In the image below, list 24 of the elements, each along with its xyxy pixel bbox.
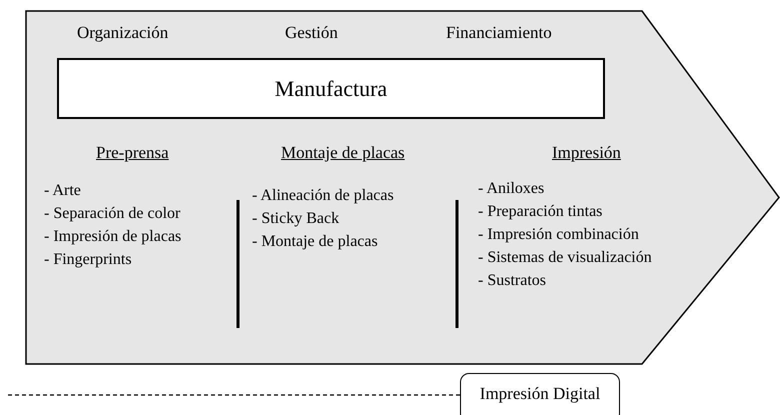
column-heading: Montaje de placas [281, 143, 405, 163]
category-label: Gestión [285, 23, 338, 43]
list-item: - Arte [44, 181, 81, 201]
process-box [460, 373, 620, 415]
column-heading: Pre-prensa [96, 143, 169, 163]
connector-line [8, 394, 460, 396]
list-item: - Alineación de placas [252, 186, 394, 206]
list-item: - Sistemas de visualización [478, 248, 652, 268]
category-label: Financiamiento [446, 23, 552, 43]
list-item: - Sustratos [478, 271, 546, 291]
list-item: - Sticky Back [252, 209, 340, 229]
process-box [57, 58, 605, 119]
value-chain-arrow [25, 10, 780, 365]
list-item: - Separación de color [44, 204, 180, 224]
list-item: - Impresión de placas [44, 227, 182, 247]
column-heading: Impresión [552, 143, 621, 163]
list-item: - Aniloxes [478, 179, 544, 199]
category-label: Organización [77, 23, 168, 43]
list-item: - Preparación tintas [478, 202, 602, 222]
box-label: Manufactura [274, 74, 388, 102]
box-label: Impresión Digital [478, 383, 602, 405]
list-item: - Impresión combinación [478, 225, 639, 245]
list-item: - Fingerprints [44, 250, 132, 270]
list-item: - Montaje de placas [252, 232, 378, 252]
